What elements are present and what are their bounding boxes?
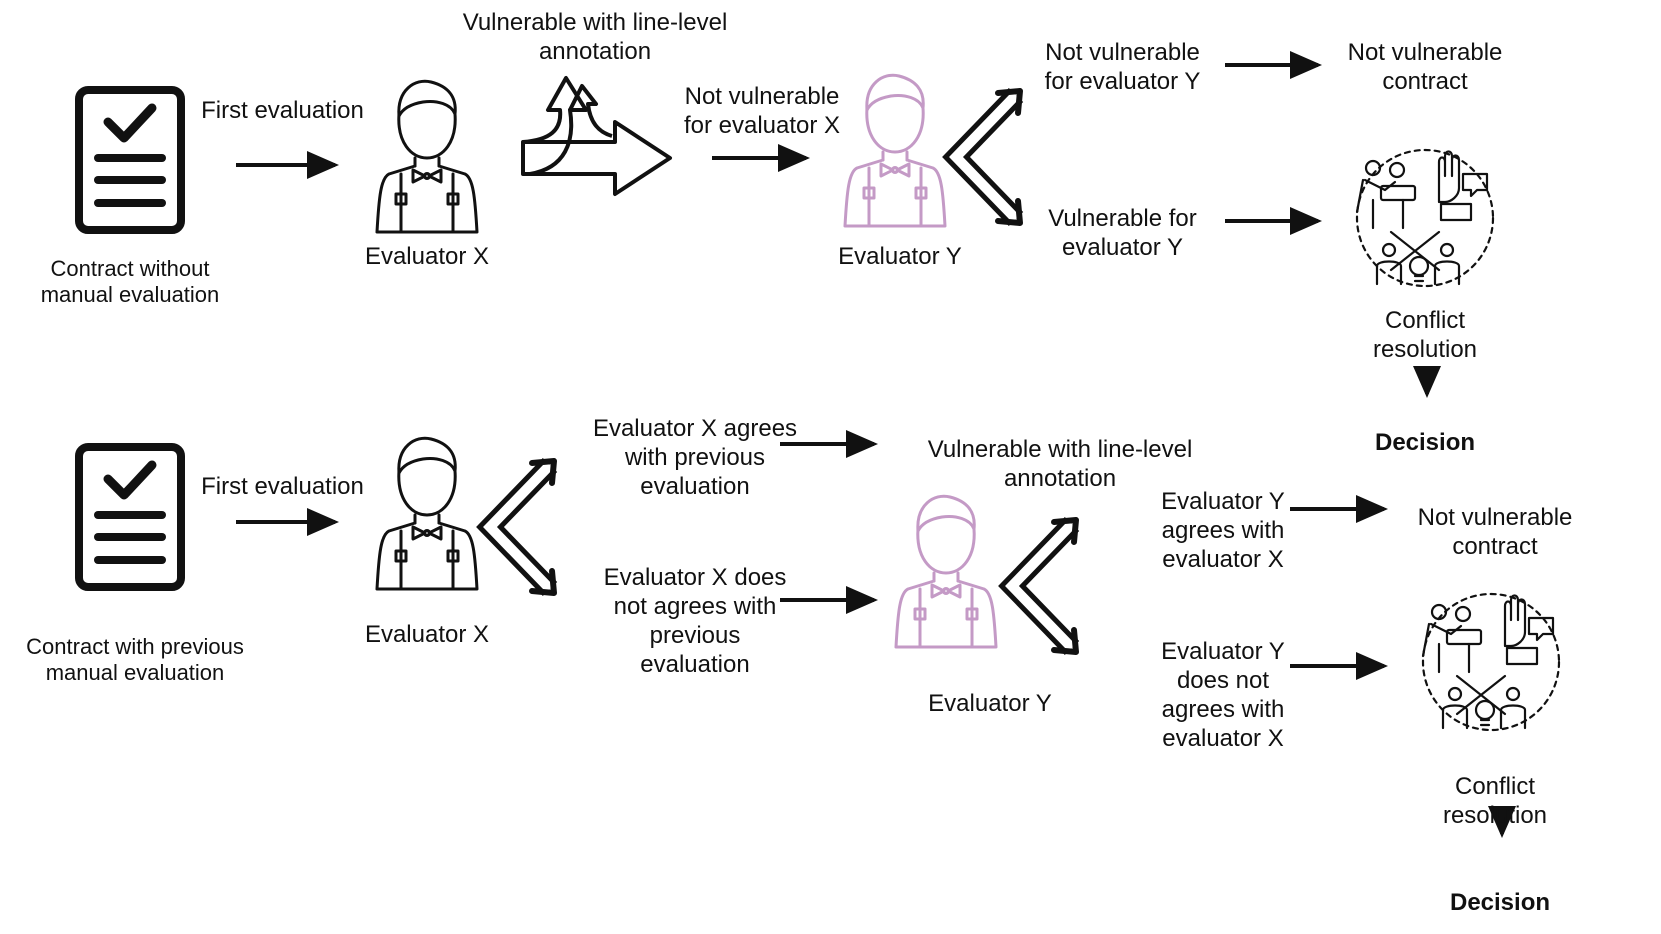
evaluator-x-icon [375,79,479,234]
x-disagrees-label: Evaluator X does not agrees with previou… [603,564,787,678]
x-agrees-label: Evaluator X agrees with previous evaluat… [592,415,798,500]
conflict-resolution-label: Conflict resolution [1372,307,1478,363]
not-vulnerable-x-label: Not vulnerable for evaluator X [683,83,841,139]
conflict-resolution-icon [1421,592,1561,732]
evaluator-y-label: Evaluator Y [838,243,962,270]
decision-label: Decision [1374,429,1476,456]
vulnerable-y-label: Vulnerable for evaluator Y [1048,205,1197,261]
document-check-icon [79,90,181,230]
vulnerable-annotation-label: Vulnerable with line-level annotation [927,436,1193,492]
evaluator-y-label: Evaluator Y [928,690,1052,717]
fork-arrow-icon [1012,520,1076,652]
source-caption: Contract with previous manual evaluation [26,634,244,685]
outcome-not-vulnerable-label: Not vulnerable contract [1347,39,1503,95]
evaluator-x-label: Evaluator X [364,621,490,648]
evaluator-x-label: Evaluator X [364,243,490,270]
decision-label: Decision [1449,889,1551,916]
fork-arrow-icon [956,91,1020,223]
split-arrow-icon [521,76,672,196]
fork-arrow-icon [490,461,554,593]
document-check-icon [79,447,181,587]
outcome-not-vulnerable-label: Not vulnerable contract [1417,504,1573,560]
conflict-resolution-label: Conflict resolution [1442,773,1548,829]
evaluator-x-icon [375,436,479,591]
source-caption: Contract without manual evaluation [40,256,220,307]
vulnerable-annotation-label: Vulnerable with line-level annotation [462,9,728,65]
evaluator-y-icon [894,494,998,649]
first-evaluation-label: First evaluation [201,473,364,500]
y-agrees-label: Evaluator Y agrees with evaluator X [1161,488,1285,573]
conflict-resolution-icon [1355,148,1495,288]
not-vulnerable-y-label: Not vulnerable for evaluator Y [1044,39,1201,95]
first-evaluation-label: First evaluation [201,97,364,124]
y-disagrees-label: Evaluator Y does not agrees with evaluat… [1161,638,1285,752]
evaluator-y-icon [843,73,947,228]
